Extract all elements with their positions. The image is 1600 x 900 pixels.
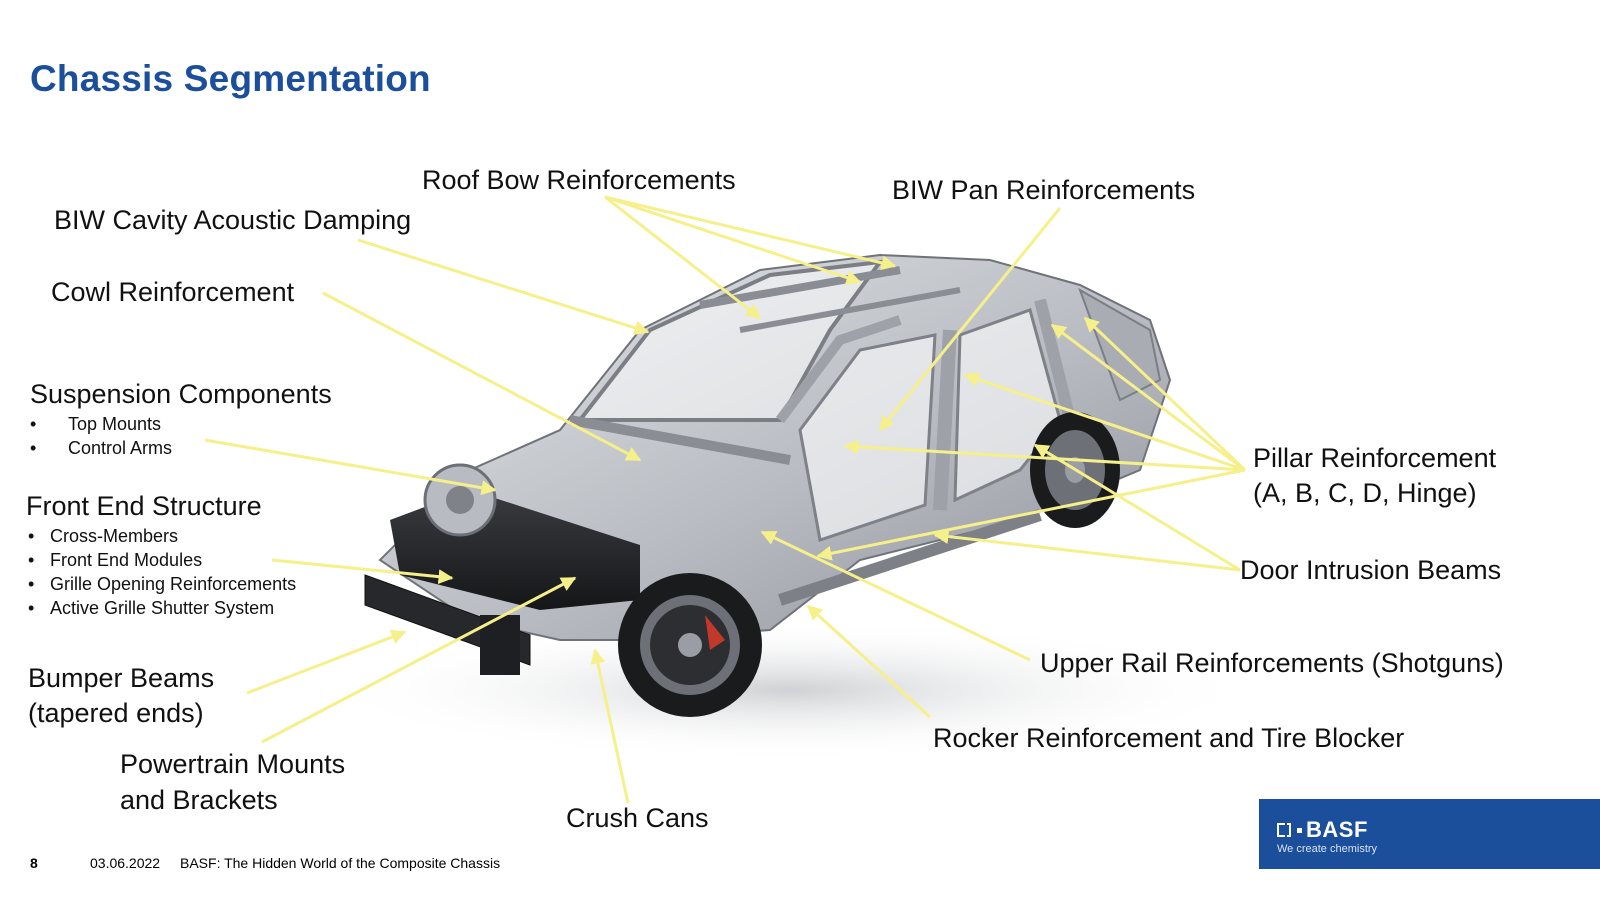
front-end-item-cross-members: •Cross-Members (28, 526, 179, 546)
front-door-opening (798, 333, 937, 542)
bullet: • (30, 438, 37, 458)
brand-tagline: We create chemistry (1277, 843, 1378, 855)
front-end-item-grille: •Grille Opening Reinforcements (28, 574, 297, 594)
top-mount (446, 486, 474, 514)
label-front-end: Front End Structure (26, 491, 262, 521)
bullet: • (28, 574, 35, 594)
arrow-biw-pan (878, 207, 1062, 432)
b-pillar (933, 329, 957, 511)
arrow-pillar-d (1050, 323, 1246, 472)
page-number: 8 (30, 855, 38, 871)
brand-name: BASF (1306, 817, 1368, 842)
arrow-cowl (322, 291, 642, 462)
label-powertrain-2: and Brackets (120, 785, 278, 815)
arrow-roof-bow-2 (604, 195, 862, 285)
label-pillar-2: (A, B, C, D, Hinge) (1253, 478, 1477, 508)
arrow-upper-rail (760, 530, 1031, 662)
footer-date: 03.06.2022 (90, 855, 161, 871)
basf-dot-icon (1297, 827, 1302, 833)
arrow-suspension (204, 438, 497, 496)
callout-arrows (204, 195, 1247, 804)
label-upper-rail: Upper Rail Reinforcements (Shotguns) (1040, 648, 1504, 678)
arrow-crush-cans (590, 648, 630, 804)
brake-caliper (705, 615, 725, 650)
slide-title: Chassis Segmentation (30, 58, 431, 99)
front-end-item-shutter: •Active Grille Shutter System (28, 598, 275, 618)
rocker-panel (778, 509, 1042, 606)
arrow-pillar-c (1083, 316, 1247, 472)
bullet: • (28, 598, 35, 618)
arrow-roof-bow-1 (604, 195, 762, 320)
bullet: • (28, 550, 35, 570)
arrow-front-end (271, 558, 454, 585)
bullet: • (28, 526, 35, 546)
arrow-bumper (246, 629, 407, 695)
label-rocker: Rocker Reinforcement and Tire Blocker (933, 723, 1405, 753)
footer-text: BASF: The Hidden World of the Composite … (180, 855, 501, 871)
ground-shadow (320, 620, 1260, 760)
suspension-item-top-mounts: •Top Mounts (30, 414, 162, 434)
label-bumper-2: (tapered ends) (28, 698, 204, 728)
arrow-pillar-b (963, 372, 1246, 472)
basf-logo: BASF (1277, 817, 1368, 843)
arrow-door-2 (933, 529, 1241, 572)
label-biw-cavity: BIW Cavity Acoustic Damping (54, 205, 412, 235)
arrow-pillar-hinge (816, 468, 1246, 561)
c-pillar (1034, 298, 1076, 422)
label-suspension: Suspension Components (30, 379, 332, 409)
brand-panel: BASF We create chemistry (1259, 799, 1600, 869)
arrow-rocker (806, 604, 932, 719)
bullet: • (30, 414, 37, 434)
label-crush-cans: Crush Cans (566, 803, 709, 833)
arrow-door-1 (1033, 443, 1241, 572)
a-pillar (776, 315, 902, 423)
suspension-item-control-arms: •Control Arms (30, 438, 173, 458)
label-door-intrusion: Door Intrusion Beams (1240, 555, 1502, 585)
front-end-item-modules: •Front End Modules (28, 550, 203, 570)
front-wheel (618, 573, 762, 717)
basf-square-icon (1277, 823, 1291, 837)
arrow-biw-cavity (357, 238, 650, 336)
roof-bow-mid (739, 287, 961, 333)
label-roof-bow: Roof Bow Reinforcements (422, 165, 736, 195)
label-bumper-1: Bumper Beams (28, 663, 215, 693)
roof-bow-front (699, 266, 901, 309)
label-biw-pan: BIW Pan Reinforcements (892, 175, 1196, 205)
label-pillar-1: Pillar Reinforcement (1253, 443, 1497, 473)
cowl (569, 415, 791, 465)
label-cowl: Cowl Reinforcement (51, 277, 295, 307)
arrow-roof-bow-3 (604, 195, 897, 271)
label-powertrain-1: Powertrain Mounts (120, 749, 346, 779)
rear-quarter (1078, 287, 1162, 402)
arrow-powertrain (261, 576, 577, 744)
